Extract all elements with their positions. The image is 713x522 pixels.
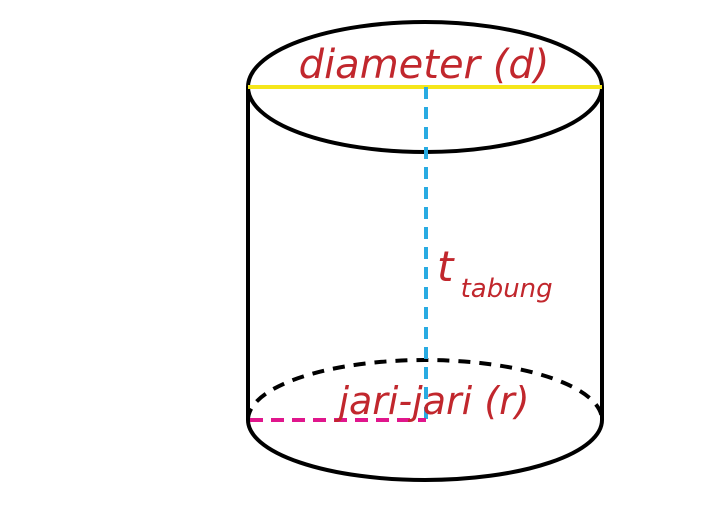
height-label-main: t — [437, 242, 455, 291]
radius-label: jari-jari (r) — [333, 379, 529, 423]
height-label-subscript: tabung — [461, 274, 553, 304]
diameter-label: diameter (d) — [299, 42, 550, 88]
cylinder-bottom-front-arc — [246, 419, 604, 482]
cylinder-bottom-back-arc — [246, 358, 604, 421]
height-label: t tabung — [437, 242, 553, 304]
